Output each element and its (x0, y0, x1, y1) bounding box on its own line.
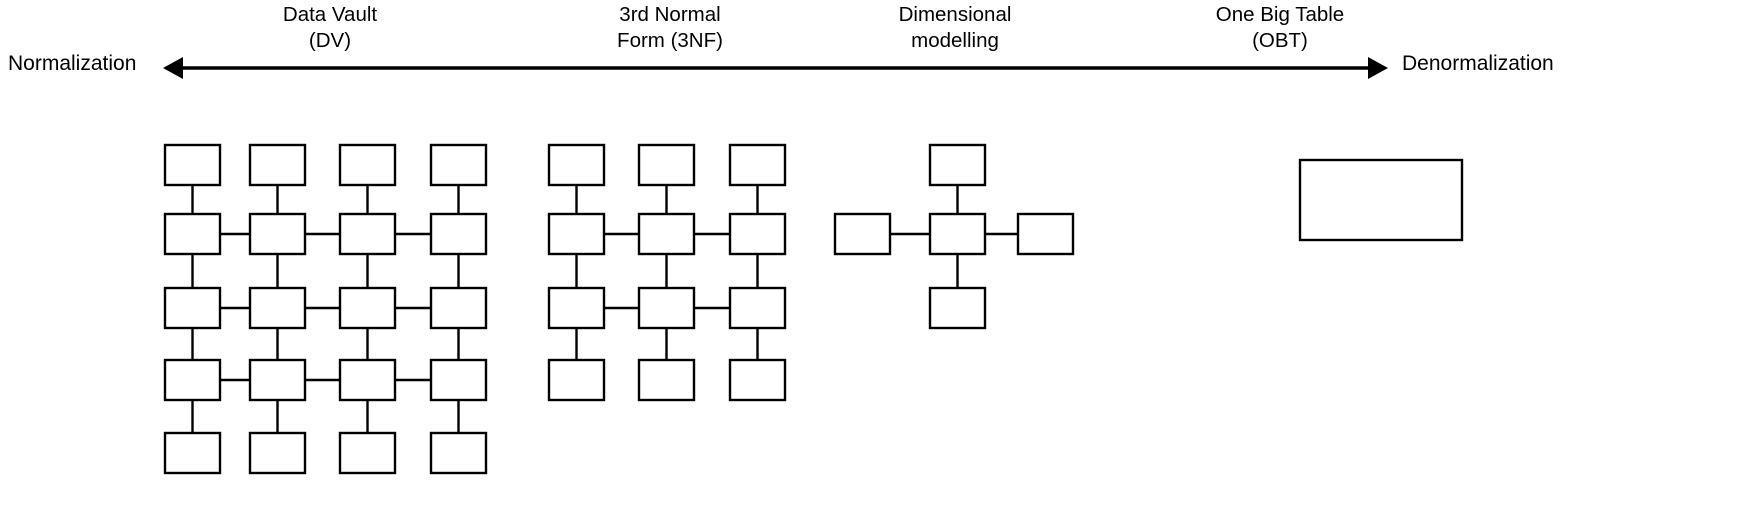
table-node-third-normal-form[interactable] (728, 358, 787, 402)
table-node-data-vault[interactable] (163, 431, 222, 475)
data-model-graphs (163, 143, 1464, 475)
table-node-data-vault[interactable] (338, 143, 397, 187)
approach-label-one-big-table: One Big Table (OBT) (1215, 3, 1345, 52)
table-node-data-vault[interactable] (248, 143, 307, 187)
arrow-head-left-icon (163, 57, 183, 79)
dimension-node-dimensional-modelling[interactable] (1016, 212, 1075, 256)
table-node-third-normal-form[interactable] (637, 212, 696, 256)
table-node-data-vault[interactable] (429, 212, 488, 256)
table-node-data-vault[interactable] (248, 358, 307, 402)
spectrum-arrow (163, 57, 1388, 79)
table-node-data-vault[interactable] (248, 431, 307, 475)
dimension-node-dimensional-modelling[interactable] (928, 143, 987, 187)
dimension-node-dimensional-modelling[interactable] (928, 286, 987, 330)
table-node-data-vault[interactable] (338, 286, 397, 330)
table-node-data-vault[interactable] (248, 286, 307, 330)
table-node-data-vault[interactable] (429, 286, 488, 330)
approach-label-data-vault: Data Vault (DV) (282, 3, 378, 52)
table-node-third-normal-form[interactable] (547, 212, 606, 256)
table-node-third-normal-form[interactable] (547, 143, 606, 187)
table-node-data-vault[interactable] (163, 358, 222, 402)
table-node-data-vault[interactable] (163, 143, 222, 187)
table-node-one-big-table[interactable] (1298, 158, 1464, 242)
table-node-data-vault[interactable] (338, 358, 397, 402)
arrow-head-right-icon (1368, 57, 1388, 79)
fact-node-dimensional-modelling[interactable] (928, 212, 987, 256)
table-node-data-vault[interactable] (429, 358, 488, 402)
table-node-third-normal-form[interactable] (547, 358, 606, 402)
table-node-data-vault[interactable] (163, 286, 222, 330)
axis-label-denormalization: Denormalization (1402, 52, 1554, 75)
approach-label-third-normal-form: 3rd Normal Form (3NF) (617, 3, 723, 52)
table-node-third-normal-form[interactable] (728, 143, 787, 187)
table-node-third-normal-form[interactable] (637, 358, 696, 402)
dimension-node-dimensional-modelling[interactable] (833, 212, 892, 256)
table-node-data-vault[interactable] (163, 212, 222, 256)
table-node-data-vault[interactable] (429, 143, 488, 187)
table-node-third-normal-form[interactable] (547, 286, 606, 330)
table-node-data-vault[interactable] (248, 212, 307, 256)
table-node-data-vault[interactable] (338, 212, 397, 256)
table-node-third-normal-form[interactable] (728, 286, 787, 330)
table-node-third-normal-form[interactable] (637, 286, 696, 330)
approach-label-dimensional-modelling: Dimensional modelling (898, 3, 1012, 52)
table-node-third-normal-form[interactable] (637, 143, 696, 187)
axis-label-normalization: Normalization (8, 52, 137, 75)
table-node-data-vault[interactable] (429, 431, 488, 475)
table-node-third-normal-form[interactable] (728, 212, 787, 256)
table-node-data-vault[interactable] (338, 431, 397, 475)
